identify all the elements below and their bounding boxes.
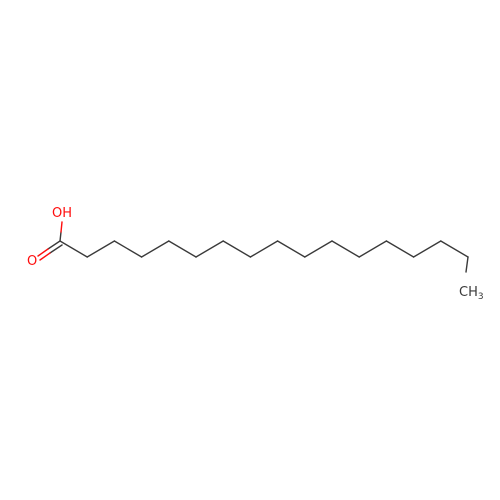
chain-bond bbox=[358, 240, 388, 258]
hydroxyl-bond bbox=[60, 221, 63, 233]
bond-group bbox=[37, 221, 469, 273]
chain-bond bbox=[59, 240, 88, 258]
chain-bond bbox=[331, 240, 360, 258]
chain-bond bbox=[249, 240, 279, 258]
carbonyl-bond bbox=[39, 252, 51, 261]
carbonyl-oxygen-label: O bbox=[27, 254, 37, 269]
chain-bond bbox=[140, 240, 170, 258]
methyl-label-main: CH bbox=[459, 285, 478, 300]
chain-bond bbox=[195, 240, 224, 258]
methyl-bond bbox=[465, 256, 469, 273]
carbonyl-bond bbox=[47, 240, 61, 250]
carbonyl-bond bbox=[49, 244, 63, 254]
chain-bond bbox=[412, 240, 442, 258]
carbonyl-bond bbox=[37, 248, 49, 257]
chain-bond bbox=[113, 240, 143, 258]
hydroxyl-bond bbox=[59, 231, 62, 242]
hydroxyl-label: OH bbox=[52, 206, 72, 221]
methyl-label: CH3 bbox=[459, 285, 484, 302]
chain-bond bbox=[440, 240, 469, 258]
methyl-label-subscript: 3 bbox=[478, 292, 484, 302]
chain-bond bbox=[276, 240, 306, 258]
chain-bond bbox=[222, 240, 252, 258]
chain-bond bbox=[304, 240, 333, 258]
chain-bond bbox=[385, 240, 415, 258]
chain-bond bbox=[86, 240, 116, 258]
chain-bond bbox=[168, 240, 197, 258]
